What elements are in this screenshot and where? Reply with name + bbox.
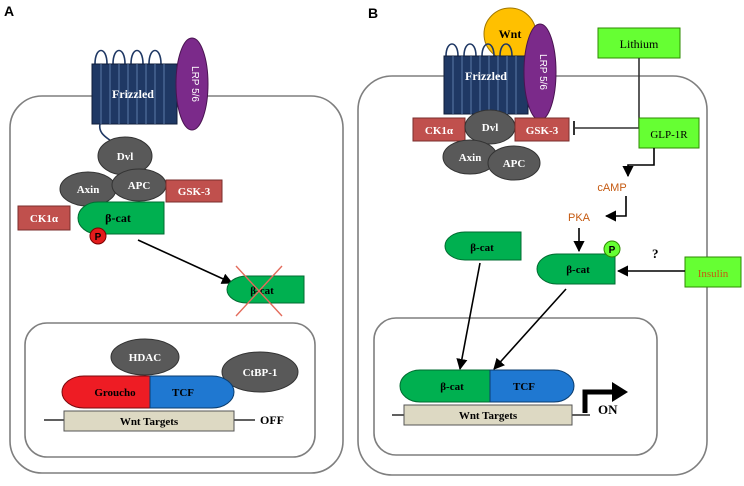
- panel-b-phospho-group: [603, 240, 621, 258]
- panel-b-gsk3: [514, 117, 570, 142]
- panel-b-nucleus: [373, 317, 658, 456]
- panel-b-label: B: [368, 5, 378, 21]
- panel-b-bcat-translocation-arrow-2: [493, 288, 567, 370]
- panel-a-nucleus: [24, 322, 316, 458]
- panel-b-bcat-translocation-arrow-1: [456, 262, 481, 371]
- panel-a-ctbp-label: CtBP-1: [243, 367, 278, 379]
- panel-a-lrp-label: LRP 5/6: [189, 66, 200, 102]
- panel-a-gsk3-label: GSK-3: [178, 186, 211, 198]
- panel-a-groucho-label: Groucho: [94, 387, 136, 399]
- panel-a-tcf-label: TCF: [172, 387, 194, 399]
- panel-b-bcat-nuc-label: β-cat: [440, 381, 464, 393]
- panel-a-ctbp: [221, 351, 299, 393]
- panel-a-gsk3: [165, 179, 223, 203]
- panel-b-ck1-label: CK1α: [425, 125, 454, 137]
- panel-a-bcat-label: β-cat: [105, 211, 131, 225]
- panel-b-frizzled-label: Frizzled: [465, 69, 507, 83]
- panel-a-label: A: [4, 3, 14, 19]
- panel-b-camp-label: cAMP: [597, 182, 626, 194]
- panel-a-ck1: [17, 205, 71, 231]
- panel-b-lithium-inhibition: [574, 58, 640, 129]
- panel-b-targets-label: Wnt Targets: [459, 410, 518, 422]
- panel-b-beta-catenin-phospho: [536, 253, 616, 285]
- panel-b-insulin-label: Insulin: [698, 268, 729, 280]
- panel-b-glp1r: [638, 117, 700, 149]
- panel-a-degradation-arrow: [137, 239, 234, 284]
- panel-a-phospho-group: [89, 227, 107, 245]
- panel-b-wnt-label: Wnt: [499, 27, 522, 41]
- panel-a-hdac: [110, 338, 180, 376]
- panel-b-pka-label: PKA: [568, 212, 591, 224]
- panel-a-degradation-cross-2: [235, 265, 283, 317]
- panel-a-dvl-label: Dvl: [117, 151, 134, 163]
- panel-b-transcription-arrowhead: [612, 382, 628, 402]
- panel-a-frizzled-label: Frizzled: [112, 87, 154, 101]
- panel-a-apc-label: APC: [128, 180, 151, 192]
- panel-a: A Frizzled LRP 5/6 Dvl Axin APC: [4, 3, 344, 474]
- panel-a-off-label: OFF: [260, 413, 284, 427]
- panel-b-lrp-label: LRP 5/6: [537, 54, 548, 90]
- panel-b-apc-label: APC: [503, 158, 526, 170]
- panel-a-wnt-targets: [63, 410, 235, 432]
- panel-b-axin-label: Axin: [459, 152, 482, 164]
- panel-a-frizzled-tail: [98, 123, 113, 143]
- panel-b-bcat-free-label: β-cat: [470, 242, 494, 254]
- panel-a-tcf: [149, 375, 235, 409]
- panel-b: B Wnt Frizzled LRP 5/6 CK1α Dvl GSK-3: [357, 5, 742, 476]
- panel-a-targets-label: Wnt Targets: [120, 416, 179, 428]
- panel-a-phospho-label: P: [95, 232, 102, 243]
- panel-b-frizzled-receptor: [443, 55, 529, 115]
- panel-b-glp1r-to-camp-arrow: [622, 148, 655, 178]
- panel-b-insulin: [684, 256, 742, 288]
- panel-b-bcat-phos-label: β-cat: [566, 264, 590, 276]
- panel-b-tcf-label: TCF: [513, 381, 535, 393]
- panel-b-dvl-label: Dvl: [482, 122, 499, 134]
- panel-b-beta-catenin-free: [444, 231, 522, 261]
- panel-a-hdac-label: HDAC: [129, 352, 161, 364]
- panel-b-camp-to-pka-arrow: [604, 196, 627, 222]
- panel-b-phospho-label: P: [609, 245, 616, 256]
- panel-b-lithium-label: Lithium: [620, 37, 659, 51]
- panel-a-ck1-label: CK1α: [30, 213, 59, 225]
- panel-a-beta-catenin-degraded: [226, 275, 305, 304]
- panel-b-question-mark: ?: [652, 246, 659, 261]
- panel-a-frizzled-loops: [94, 49, 162, 65]
- panel-a-frizzled-receptor: [91, 63, 178, 125]
- panel-b-apc: [487, 145, 541, 181]
- panel-b-tcf: [489, 369, 575, 403]
- panel-b-wnt-targets: [403, 404, 573, 426]
- panel-a-axin-label: Axin: [77, 184, 100, 196]
- panel-b-lithium: [597, 27, 681, 59]
- panel-a-lrp-coreceptor: [175, 37, 209, 131]
- panel-a-groucho: [61, 375, 151, 409]
- panel-b-beta-catenin-nuclear: [399, 369, 491, 403]
- panel-b-transcription-arrow: [582, 389, 614, 413]
- panel-b-glp1r-label: GLP-1R: [650, 129, 688, 141]
- panel-b-frizzled-loops: [445, 43, 513, 57]
- panel-b-gsk3-label: GSK-3: [526, 125, 559, 137]
- panel-b-on-label: ON: [598, 402, 618, 417]
